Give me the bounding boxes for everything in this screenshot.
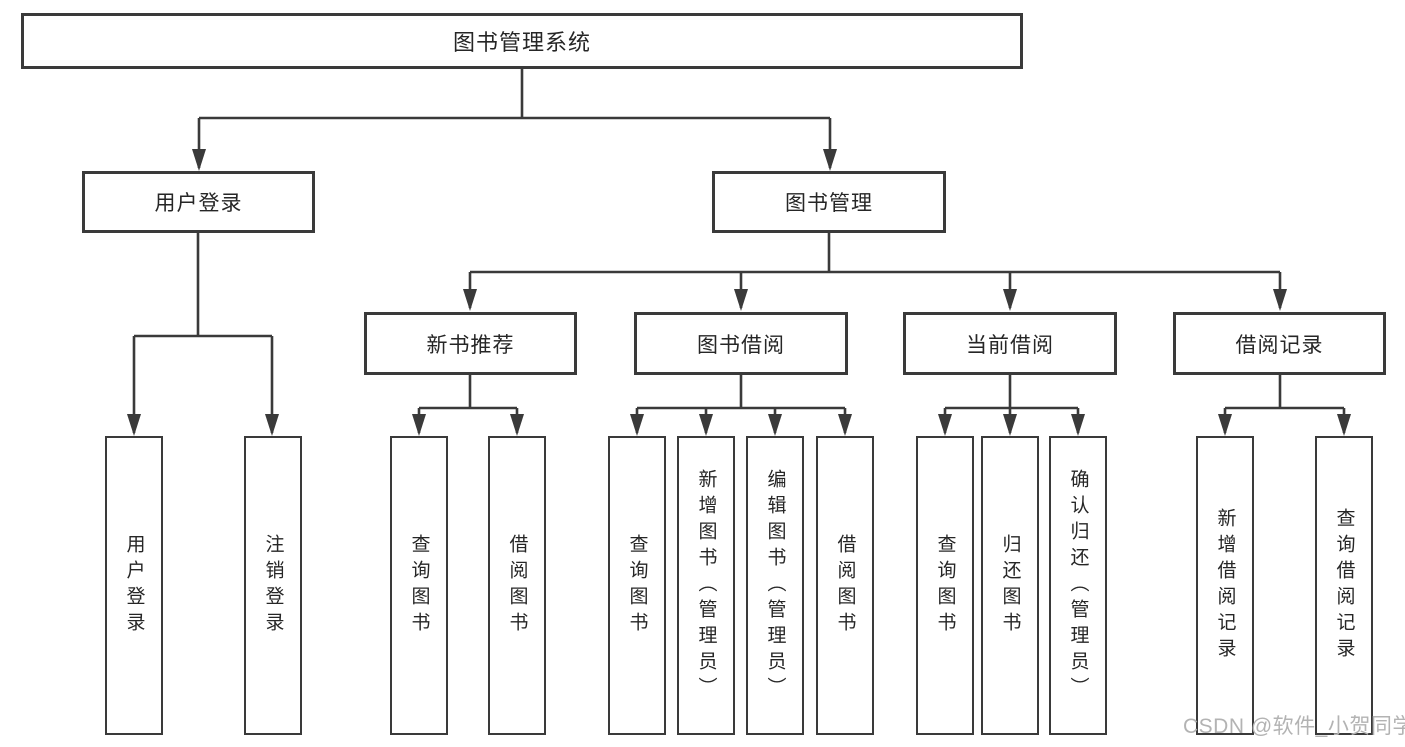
node-label: 编辑图书（管理员） [764, 468, 786, 703]
arrow-down-icon [699, 414, 713, 436]
node-label: 注销登录 [262, 533, 284, 638]
arrow-down-icon [1003, 289, 1017, 311]
node-leaf-edit-books-admin: 编辑图书（管理员） [746, 436, 804, 735]
node-label: 新增借阅记录 [1214, 507, 1236, 664]
arrow-down-icon [734, 289, 748, 311]
arrow-down-icon [127, 414, 141, 436]
node-leaf-add-borrow-record: 新增借阅记录 [1196, 436, 1254, 735]
node-leaf-query-books-2: 查询图书 [608, 436, 666, 735]
arrow-down-icon [768, 414, 782, 436]
node-label: 查询图书 [626, 533, 648, 638]
node-book-management: 图书管理 [712, 171, 946, 233]
node-label: 新书推荐 [426, 333, 515, 357]
node-leaf-logout: 注销登录 [244, 436, 302, 735]
node-label: 图书管理系统 [452, 30, 591, 55]
arrow-down-icon [463, 289, 477, 311]
node-user-login: 用户登录 [82, 171, 315, 233]
node-label: 借阅图书 [834, 533, 856, 638]
node-leaf-query-books-1: 查询图书 [390, 436, 448, 735]
arrow-down-icon [265, 414, 279, 436]
node-label: 归还图书 [999, 533, 1021, 638]
node-label: 借阅记录 [1235, 333, 1324, 357]
node-leaf-query-borrow-record: 查询借阅记录 [1315, 436, 1373, 735]
node-label: 图书管理 [785, 192, 873, 215]
node-leaf-add-books-admin: 新增图书（管理员） [677, 436, 735, 735]
node-label: 新增图书（管理员） [695, 468, 717, 703]
node-leaf-return-books: 归还图书 [981, 436, 1039, 735]
node-label: 用户登录 [154, 192, 243, 215]
node-label: 查询图书 [934, 533, 956, 638]
node-label: 查询图书 [408, 533, 430, 638]
node-label: 当前借阅 [966, 333, 1054, 357]
arrow-down-icon [1003, 414, 1017, 436]
node-label: 查询借阅记录 [1333, 507, 1355, 664]
csdn-watermark: CSDN @软件_小贺同学 [1183, 715, 1405, 738]
node-leaf-borrow-books-1: 借阅图书 [488, 436, 546, 735]
node-leaf-borrow-books-2: 借阅图书 [816, 436, 874, 735]
arrow-down-icon [1337, 414, 1351, 436]
arrow-down-icon [510, 414, 524, 436]
arrow-down-icon [838, 414, 852, 436]
node-leaf-query-books-3: 查询图书 [916, 436, 974, 735]
arrow-down-icon [1273, 289, 1287, 311]
node-label: 用户登录 [123, 533, 145, 638]
node-label: 确认归还（管理员） [1067, 468, 1089, 703]
node-book-borrow: 图书借阅 [634, 312, 848, 375]
node-label: 借阅图书 [506, 533, 528, 638]
arrow-down-icon [1071, 414, 1085, 436]
node-new-book-recommend: 新书推荐 [364, 312, 577, 375]
arrow-down-icon [412, 414, 426, 436]
node-borrow-records: 借阅记录 [1173, 312, 1386, 375]
node-label: 图书借阅 [697, 333, 785, 357]
arrow-down-icon [192, 149, 206, 171]
arrow-down-icon [1218, 414, 1232, 436]
node-leaf-confirm-return-admin: 确认归还（管理员） [1049, 436, 1107, 735]
node-leaf-user-login: 用户登录 [105, 436, 163, 735]
arrow-down-icon [823, 149, 837, 171]
arrow-down-icon [938, 414, 952, 436]
node-current-borrow: 当前借阅 [903, 312, 1117, 375]
arrow-down-icon [630, 414, 644, 436]
node-root-library-system: 图书管理系统 [21, 13, 1023, 69]
